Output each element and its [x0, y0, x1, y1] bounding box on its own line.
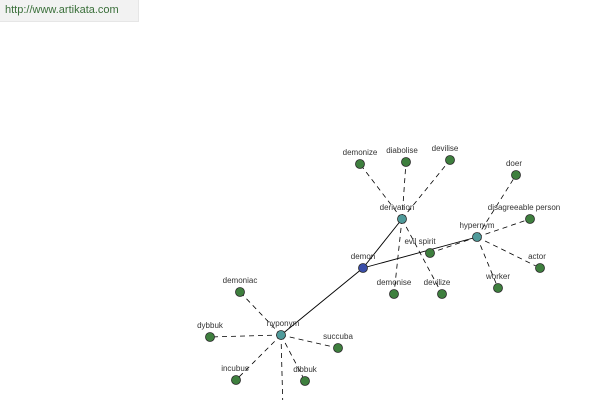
node-marker-demonise[interactable]	[389, 289, 399, 299]
edge-derivation-demonise	[393, 218, 403, 295]
node-label-devilise: devilise	[432, 144, 459, 153]
edge-hyponym-offscreen	[280, 334, 284, 400]
node-dybbuk[interactable]: dybbuk	[197, 321, 224, 342]
site-url-link[interactable]: http://www.artikata.com	[5, 4, 119, 16]
node-label-demon: demon	[351, 252, 375, 261]
node-label-disagreeable-person: disagreeable person	[488, 203, 561, 212]
node-label-incubus: incubus	[221, 364, 249, 373]
node-marker-dibbuk[interactable]	[300, 376, 310, 386]
node-marker-doer[interactable]	[511, 170, 521, 180]
node-label-demonise: demonise	[377, 278, 412, 287]
node-demonize[interactable]: demonize	[343, 148, 378, 169]
node-dibbuk[interactable]: dibbuk	[293, 365, 318, 386]
edge-derivation-devilise	[401, 159, 451, 220]
node-marker-dybbuk[interactable]	[205, 332, 215, 342]
edge-hypernym-actor	[476, 236, 541, 269]
edge-demon-derivation	[362, 218, 403, 269]
url-banner: http://www.artikata.com	[0, 0, 139, 22]
edge-demon-hyponym	[280, 267, 364, 336]
node-marker-demon[interactable]	[358, 263, 368, 273]
node-demon[interactable]: demon	[351, 252, 375, 273]
node-disagreeable-person[interactable]: disagreeable person	[488, 203, 561, 224]
node-label-actor: actor	[528, 252, 546, 261]
node-label-hypernym: hypernym	[459, 221, 494, 230]
edge-derivation-diabolise	[401, 161, 407, 220]
edge-hypernym-doer	[476, 174, 517, 238]
edge-derivation-demonize	[359, 163, 403, 220]
edge-hyponym-dibbuk	[280, 334, 306, 382]
node-evil-spirit[interactable]: evil spirit	[404, 237, 436, 258]
node-diabolise[interactable]: diabolise	[386, 146, 418, 167]
node-label-hyponym: hyponym	[267, 319, 300, 328]
node-hypernym[interactable]: hypernym	[459, 221, 495, 242]
node-devilise[interactable]: devilise	[432, 144, 459, 165]
node-demoniac[interactable]: demoniac	[223, 276, 258, 297]
node-marker-derivation[interactable]	[397, 214, 407, 224]
node-actor[interactable]: actor	[528, 252, 546, 273]
node-marker-demonize[interactable]	[355, 159, 365, 169]
node-succuba[interactable]: succuba	[323, 332, 353, 353]
node-devilize[interactable]: devilize	[424, 278, 451, 299]
node-label-dybbuk: dybbuk	[197, 321, 224, 330]
edge-hyponym-dybbuk	[209, 334, 282, 338]
node-marker-actor[interactable]	[535, 263, 545, 273]
node-marker-incubus[interactable]	[231, 375, 241, 385]
node-demonise[interactable]: demonise	[377, 278, 412, 299]
node-label-devilize: devilize	[424, 278, 451, 287]
node-marker-hypernym[interactable]	[472, 232, 482, 242]
node-marker-devilise[interactable]	[445, 155, 455, 165]
node-label-dibbuk: dibbuk	[293, 365, 318, 374]
edge-hypernym-evil-spirit	[429, 236, 478, 254]
edges-layer	[209, 159, 541, 400]
node-marker-demoniac[interactable]	[235, 287, 245, 297]
node-label-demoniac: demoniac	[223, 276, 258, 285]
node-label-diabolise: diabolise	[386, 146, 418, 155]
nodes-layer: demon derivation hypernym hyponym demonize di…	[197, 144, 561, 386]
edge-hyponym-demoniac	[239, 291, 282, 336]
edge-hyponym-succuba	[280, 334, 339, 349]
node-marker-devilize[interactable]	[437, 289, 447, 299]
node-marker-hyponym[interactable]	[276, 330, 286, 340]
node-label-demonize: demonize	[343, 148, 378, 157]
node-label-succuba: succuba	[323, 332, 353, 341]
node-doer[interactable]: doer	[506, 159, 522, 180]
node-marker-evil-spirit[interactable]	[425, 248, 435, 258]
node-hyponym[interactable]: hyponym	[267, 319, 300, 340]
node-label-worker: worker	[485, 272, 510, 281]
node-derivation[interactable]: derivation	[380, 203, 415, 224]
edge-hypernym-disagreeable-person	[476, 218, 531, 238]
node-marker-succuba[interactable]	[333, 343, 343, 353]
edge-hyponym-incubus	[235, 334, 282, 381]
node-incubus[interactable]: incubus	[221, 364, 249, 385]
node-marker-disagreeable-person[interactable]	[525, 214, 535, 224]
node-worker[interactable]: worker	[485, 272, 510, 293]
node-marker-diabolise[interactable]	[401, 157, 411, 167]
node-label-derivation: derivation	[380, 203, 415, 212]
edge-hypernym-worker	[476, 236, 499, 289]
node-marker-worker[interactable]	[493, 283, 503, 293]
node-label-doer: doer	[506, 159, 522, 168]
node-label-evil-spirit: evil spirit	[404, 237, 436, 246]
